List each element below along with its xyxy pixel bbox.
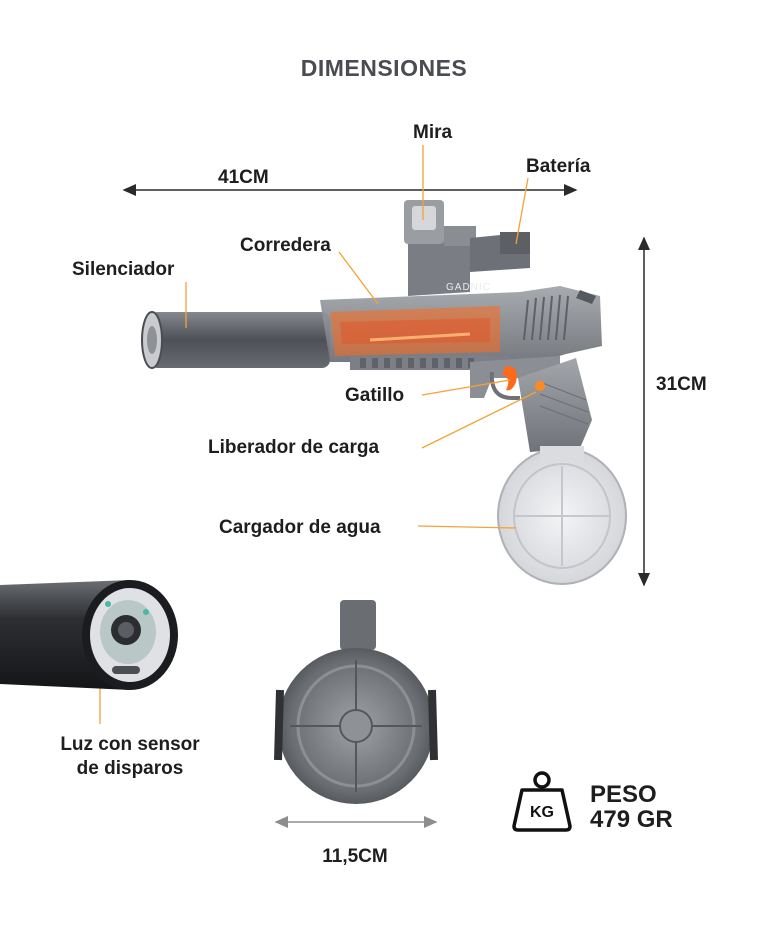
- trigger: [502, 366, 517, 391]
- magazine-closeup: [274, 600, 438, 804]
- weight-kg-icon: KG: [512, 770, 572, 832]
- silencer: [141, 311, 330, 369]
- label-mira: Mira: [413, 122, 453, 143]
- label-bateria: Batería: [526, 156, 591, 177]
- label-luz-sensor: Luz con sensor de disparos: [40, 733, 220, 781]
- label-luz-line2: de disparos: [76, 758, 184, 779]
- weight-label: PESO: [590, 781, 657, 808]
- page-title: DIMENSIONES: [300, 55, 468, 81]
- label-liberador: Liberador de carga: [208, 437, 380, 458]
- label-corredera: Corredera: [240, 235, 331, 256]
- label-gatillo: Gatillo: [345, 385, 405, 406]
- label-cargador: Cargador de agua: [219, 517, 381, 538]
- charge-release: [535, 381, 545, 391]
- gun-body: [320, 286, 602, 452]
- magazine-width-label: 11,5CM: [322, 846, 388, 867]
- red-dot-sight: [404, 200, 530, 296]
- weight-icon-text: KG: [530, 804, 554, 821]
- weight-block: PESO 479 GR: [590, 782, 673, 832]
- label-luz-line1: Luz con sensor: [60, 734, 200, 755]
- label-silenciador: Silenciador: [72, 259, 175, 280]
- brand-logo: GADNIC: [446, 282, 491, 293]
- height-label: 31CM: [656, 374, 707, 395]
- water-magazine: [497, 446, 627, 585]
- sensor-light-closeup: [0, 580, 178, 690]
- callout-lines: [99, 145, 537, 724]
- length-label: 41CM: [218, 167, 269, 188]
- weight-value: 479 GR: [590, 806, 673, 833]
